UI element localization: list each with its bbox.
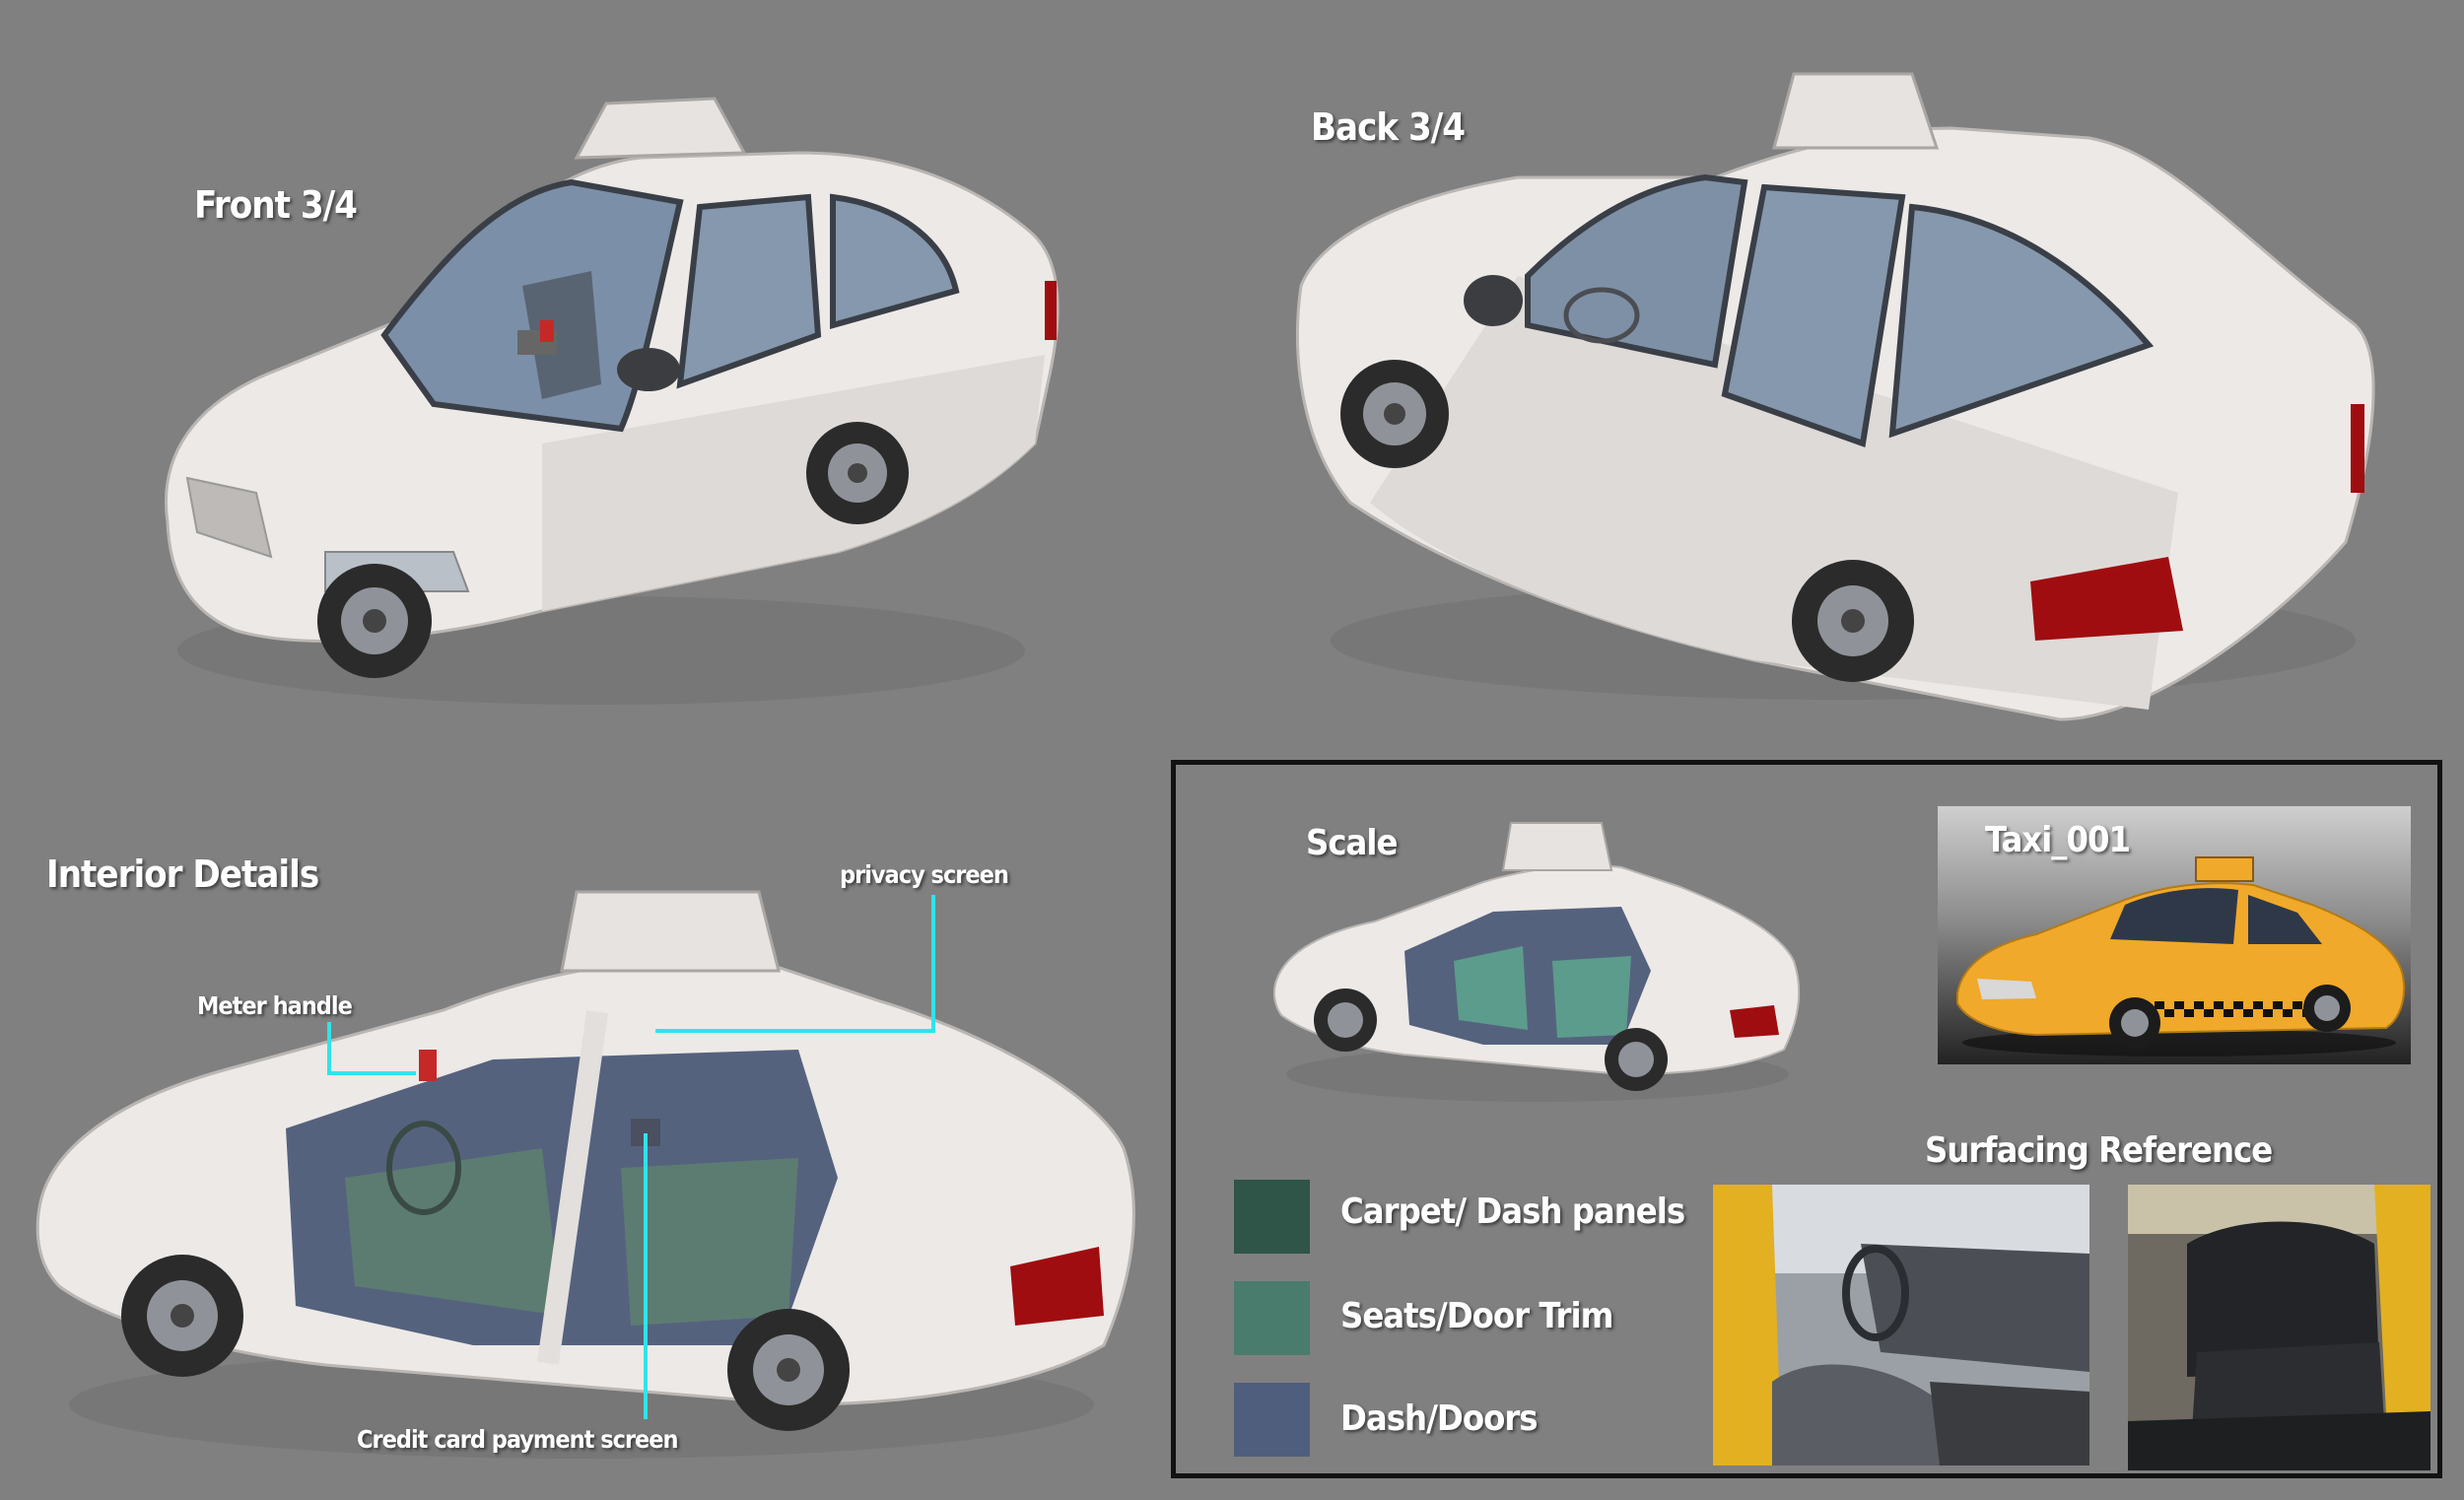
interior-view-label: Interior Details [46, 852, 319, 896]
scale-render [1266, 813, 1804, 1109]
material-label-dash: Dash/Doors [1340, 1398, 1539, 1439]
meter-handle-label: Meter handle [197, 991, 353, 1020]
front-view-render [128, 59, 1074, 729]
payment-screen-line [644, 1133, 648, 1419]
interior-view-render [30, 852, 1153, 1464]
material-swatch-carpet [1234, 1180, 1310, 1254]
meter-handle-line-vertical [327, 1022, 331, 1074]
material-swatch-dash [1234, 1383, 1310, 1457]
reference-photo-rear-interior [2128, 1185, 2430, 1470]
back-view-label: Back 3/4 [1311, 105, 1466, 149]
privacy-screen-line-horizontal [655, 1029, 935, 1033]
payment-screen-label: Credit card payment screen [357, 1425, 679, 1454]
asset-thumbnail-card [1938, 806, 2411, 1064]
privacy-screen-label: privacy screen [840, 860, 1009, 889]
back-view-render [1281, 30, 2375, 729]
asset-info-panel [1171, 760, 2442, 1478]
front-view-label: Front 3/4 [194, 183, 358, 227]
asset-name-label: Taxi_001 [1985, 820, 2131, 860]
material-label-seats: Seats/Door Trim [1340, 1296, 1613, 1336]
surfacing-reference-title: Surfacing Reference [1925, 1130, 2273, 1171]
meter-handle-line-horizontal [327, 1071, 416, 1075]
privacy-screen-line-vertical [931, 895, 935, 1033]
reference-photo-front-interior [1713, 1185, 2089, 1466]
material-label-carpet: Carpet/ Dash panels [1340, 1192, 1685, 1232]
scale-label: Scale [1306, 823, 1398, 863]
material-swatch-seats [1234, 1281, 1310, 1355]
